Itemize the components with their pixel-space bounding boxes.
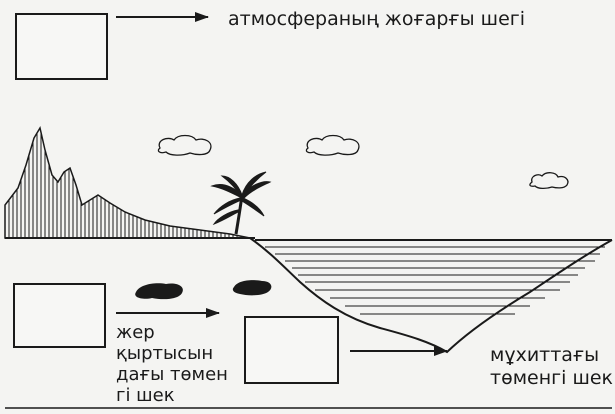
cloud	[157, 134, 212, 156]
underground-stone	[232, 280, 272, 296]
palm-tree	[210, 171, 272, 235]
answer-box-atmosphere[interactable]	[15, 13, 108, 80]
ocean-water-lines	[265, 246, 605, 315]
earth-crust-lower-limit-label: жер қыртысын дағы төмен гі шек	[116, 322, 228, 406]
cloud	[529, 172, 569, 190]
underground-stone	[135, 283, 183, 300]
cloud	[305, 134, 360, 156]
ocean-lower-limit-label: мұхиттағы төменгі шек	[490, 344, 613, 389]
mountain	[4, 126, 251, 239]
ocean-floor	[249, 237, 613, 354]
answer-box-earth-crust[interactable]	[13, 283, 106, 348]
atmosphere-upper-limit-label: атмосфераның жоғарғы шегі	[228, 8, 526, 30]
answer-box-ocean[interactable]	[244, 316, 339, 384]
